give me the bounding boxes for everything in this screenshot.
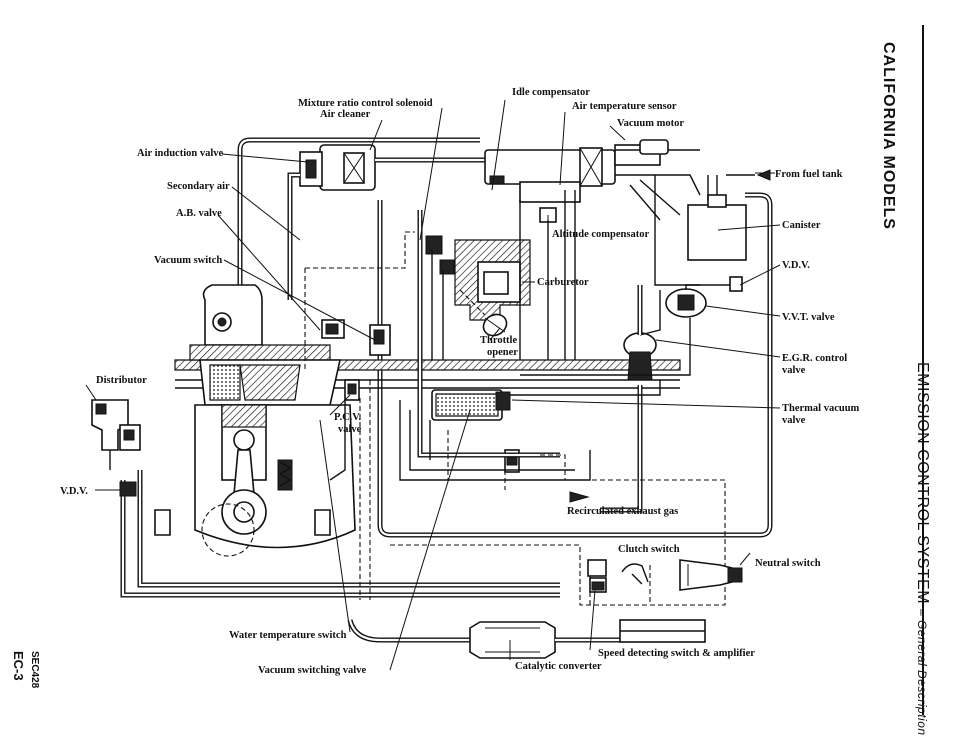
- label-idle-compensator: Idle compensator: [512, 87, 590, 98]
- label-carburetor: Carburetor: [537, 277, 589, 288]
- label-speed-detecting: Speed detecting switch & amplifier: [598, 648, 755, 659]
- label-pcv-2: valve: [338, 424, 362, 435]
- exhaust-system: [347, 619, 706, 659]
- air-cleaner-assembly: [319, 139, 701, 221]
- label-neutral-switch: Neutral switch: [755, 558, 821, 569]
- section-title: EMISSION CONTROL SYSTEM – General Descri…: [913, 362, 931, 736]
- label-vacuum-switching-valve: Vacuum switching valve: [258, 665, 366, 676]
- engine-block: [154, 284, 356, 557]
- clutch-switch: [587, 559, 649, 593]
- air-induction-valve: [287, 151, 323, 300]
- distributor: [91, 399, 141, 497]
- label-vacuum-motor: Vacuum motor: [617, 118, 684, 129]
- label-vvt-valve: V.V.T. valve: [782, 312, 835, 323]
- label-distributor: Distributor: [96, 375, 147, 386]
- leader-lines: [85, 99, 781, 671]
- label-throttle-opener-2: opener: [487, 347, 518, 358]
- label-air-temperature-sensor: Air temperature sensor: [572, 101, 677, 112]
- label-altitude-compensator: Altitude compensator: [552, 229, 649, 240]
- figure-code: SEC428: [29, 651, 40, 689]
- label-vdv-left: V.D.V.: [60, 486, 88, 497]
- neutral-switch: [679, 559, 743, 591]
- canister: [687, 172, 775, 261]
- label-canister: Canister: [782, 220, 821, 231]
- label-clutch-switch: Clutch switch: [618, 544, 680, 555]
- page-rule: [922, 25, 924, 715]
- label-air-induction-valve: Air induction valve: [137, 148, 223, 159]
- outer-vacuum-loop: [120, 137, 773, 598]
- label-thermal-vacuum-1: Thermal vacuum: [782, 403, 860, 414]
- label-ab-valve: A.B. valve: [176, 208, 222, 219]
- egr-control-valve: [600, 332, 657, 513]
- electrical-wiring: [304, 231, 726, 606]
- label-egr-control-2: valve: [782, 365, 806, 376]
- vacuum-hoses: [329, 175, 700, 481]
- label-vdv-right: V.D.V.: [782, 260, 810, 271]
- side-title: CALIFORNIA MODELS: [880, 42, 897, 230]
- arrow-left-icon: [756, 169, 771, 181]
- throttle-opener: [459, 289, 508, 337]
- label-water-temp-switch: Water temperature switch: [229, 630, 347, 641]
- label-mixture-ratio-solenoid: Mixture ratio control solenoid: [298, 98, 433, 109]
- label-pcv-1: P.C.V.: [334, 412, 362, 423]
- label-vacuum-switch: Vacuum switch: [154, 255, 222, 266]
- label-thermal-vacuum-2: valve: [782, 415, 806, 426]
- label-air-cleaner: Air cleaner: [320, 109, 371, 120]
- page-number: EC-3: [11, 651, 26, 681]
- thermal-vacuum-valve: [431, 389, 511, 421]
- arrow-right-icon: [569, 491, 590, 503]
- label-from-fuel-tank: From fuel tank: [775, 169, 843, 180]
- label-egr-control-1: E.G.R. control: [782, 353, 847, 364]
- carburetor: [425, 207, 557, 321]
- pcv-valve: [344, 379, 360, 401]
- label-recirculated-exhaust: Recirculated exhaust gas: [567, 506, 678, 517]
- section-title-main: EMISSION CONTROL SYSTEM: [914, 362, 931, 605]
- label-throttle-opener-1: Throttle: [480, 335, 517, 346]
- label-secondary-air: Secondary air: [167, 181, 230, 192]
- label-catalytic-converter: Catalytic converter: [515, 661, 602, 672]
- section-subtitle: – General Description: [915, 609, 929, 736]
- vacuum-switch: [321, 319, 391, 356]
